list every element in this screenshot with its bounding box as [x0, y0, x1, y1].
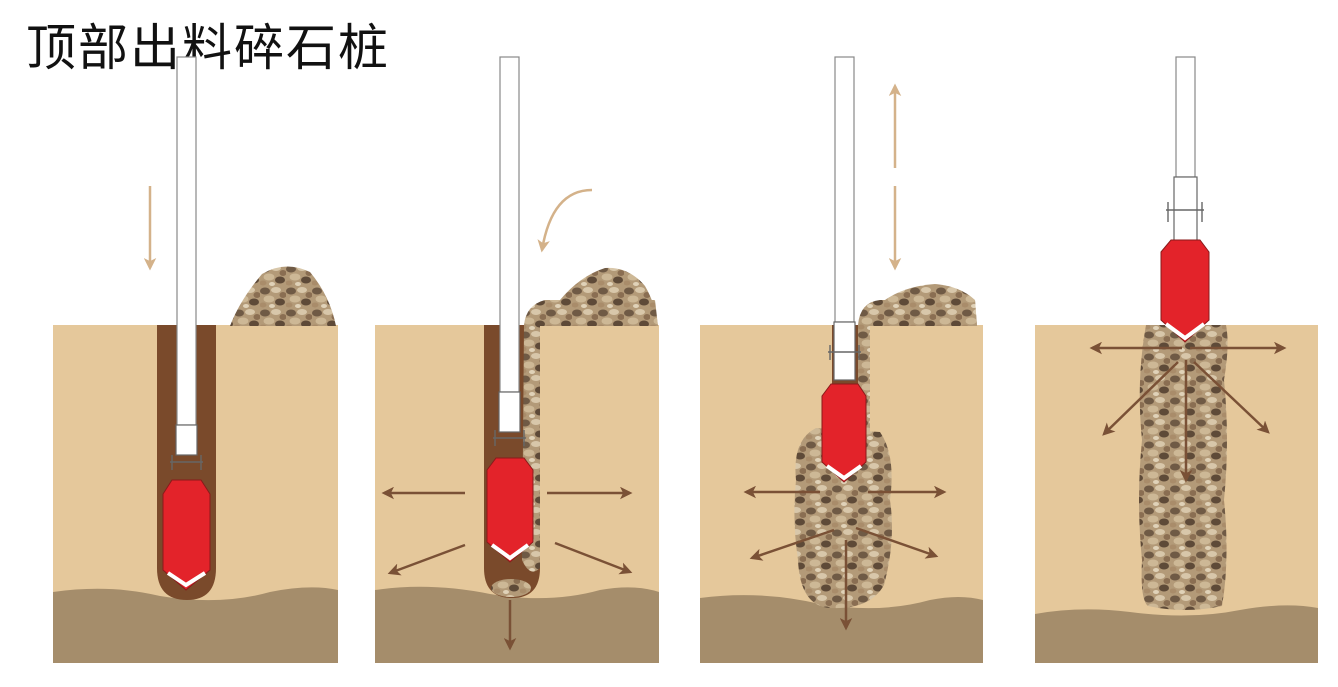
- stage-2-panel: [375, 56, 659, 663]
- vibrator-clamp: [1166, 202, 1204, 222]
- stone-column: [1139, 325, 1228, 610]
- feed-pipe: [499, 56, 520, 393]
- stone-bulb: [794, 428, 892, 609]
- vibrator-neck: [175, 424, 198, 456]
- vibrator-body: [162, 479, 211, 591]
- diagonal-arrow-left: [387, 543, 466, 576]
- feed-pipe: [176, 56, 197, 426]
- vibrator-tip-chevron: [1164, 322, 1206, 341]
- feed-pipe: [1175, 56, 1196, 178]
- diagonal-arrow-left: [1102, 361, 1179, 436]
- vibrator-neck: [498, 391, 521, 433]
- vibrator-body: [1160, 239, 1210, 343]
- vibrator-body: [821, 383, 867, 483]
- vibrator-tip-chevron: [825, 464, 863, 481]
- stone-pile: [885, 284, 977, 326]
- soil-lower: [1035, 605, 1318, 663]
- stone-bottom: [491, 579, 531, 597]
- stage-1-panel: [53, 56, 338, 663]
- diagonal-arrow-left: [749, 528, 835, 561]
- vibrator-body: [486, 457, 534, 563]
- vibrator-clamp: [493, 430, 526, 446]
- diagonal-arrow-right: [1193, 361, 1270, 434]
- vibrator-clamp: [170, 455, 203, 470]
- vibrator-neck: [833, 321, 856, 381]
- stone-pile: [560, 267, 658, 326]
- vibrator-tip-chevron: [166, 571, 207, 588]
- curved-arrow: [537, 188, 593, 253]
- soil-lower: [375, 586, 659, 663]
- vibrator-neck: [1173, 176, 1198, 248]
- feed-pipe: [834, 56, 855, 323]
- diagonal-arrow-right: [554, 541, 633, 575]
- vibrator-clamp: [828, 345, 861, 360]
- stage-4-panel: [1035, 56, 1318, 663]
- stage-3-panel: [700, 56, 983, 663]
- soil-lower: [53, 587, 338, 663]
- vibrator-tip-chevron: [490, 543, 530, 561]
- diagonal-arrow-right: [855, 526, 939, 559]
- diagram-title: 顶部出料碎石桩: [26, 19, 390, 77]
- stone-pile: [230, 266, 336, 326]
- stone-stream: [522, 300, 658, 572]
